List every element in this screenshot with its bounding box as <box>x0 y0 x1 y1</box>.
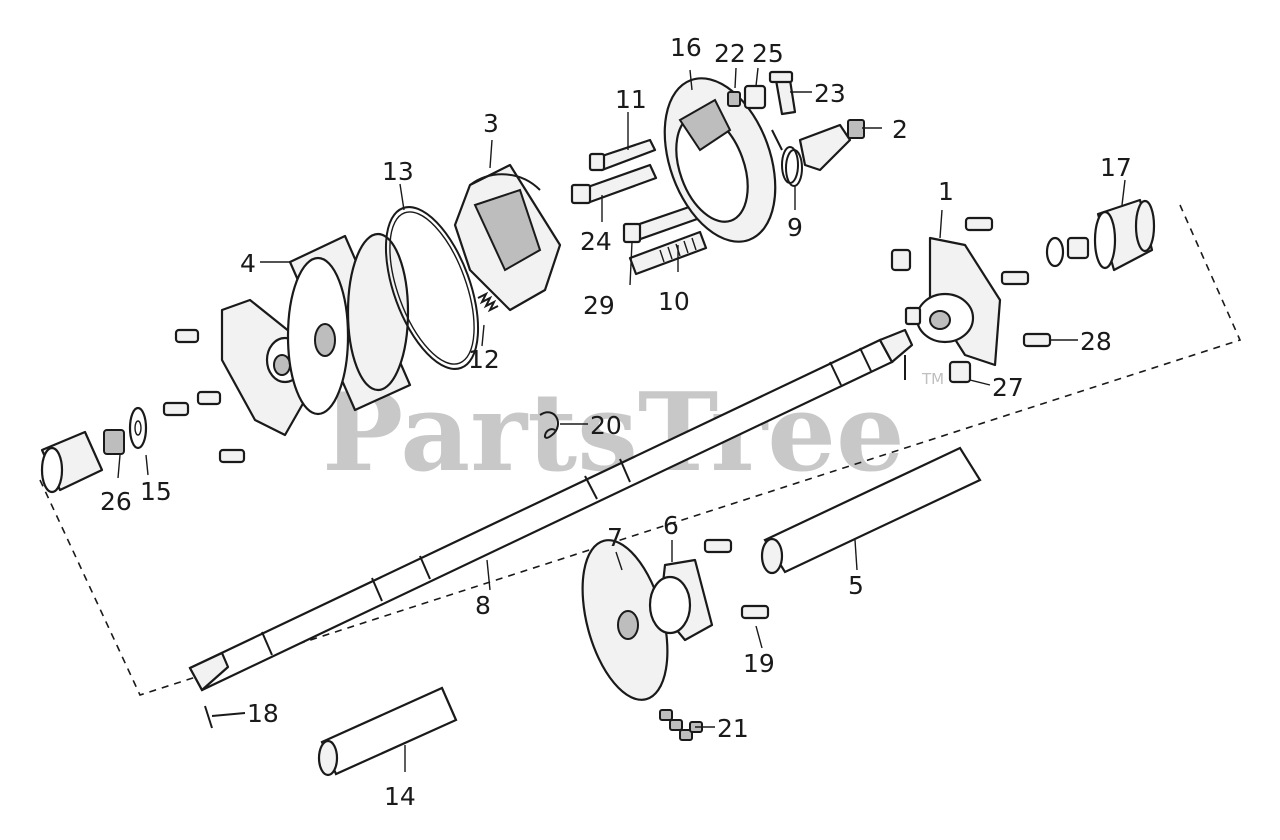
bolt-left-1[interactable] <box>174 328 200 344</box>
part-22-small-nut[interactable] <box>727 91 741 107</box>
callout-17: 17 <box>1100 153 1132 182</box>
callout-6: 6 <box>663 511 679 540</box>
callout-23: 23 <box>814 79 846 108</box>
part-20-clip[interactable] <box>539 411 559 439</box>
part-16-backing-plate[interactable] <box>644 63 796 257</box>
part-14-sleeve[interactable] <box>317 686 458 777</box>
nut-right-2[interactable] <box>1066 236 1090 260</box>
callout-5: 5 <box>848 571 864 600</box>
leader-lines <box>117 67 1126 772</box>
callout-14: 14 <box>384 782 416 811</box>
nut-right-3[interactable] <box>904 306 922 326</box>
callout-18: 18 <box>247 699 279 728</box>
bolt-right-1[interactable] <box>964 216 994 232</box>
callout-13: 13 <box>382 157 414 186</box>
part-4-clutch-drum[interactable] <box>286 232 412 416</box>
part-24-bolt[interactable] <box>570 163 658 205</box>
callout-20: 20 <box>590 411 622 440</box>
callout-22: 22 <box>714 39 746 68</box>
callout-28: 28 <box>1080 327 1112 356</box>
part-28-bolt[interactable] <box>1022 332 1052 348</box>
part-26-nut[interactable] <box>103 429 125 455</box>
callout-2: 2 <box>892 115 908 144</box>
left-hub-cap[interactable] <box>40 430 104 494</box>
callout-7: 7 <box>607 523 623 552</box>
callout-15: 15 <box>140 477 172 506</box>
callout-19: 19 <box>743 649 775 678</box>
callout-26: 26 <box>100 487 132 516</box>
part-5-tube[interactable] <box>760 446 982 575</box>
part-6-hub[interactable] <box>648 558 714 642</box>
bolt-right-2[interactable] <box>1000 270 1030 286</box>
part-10-threaded-stud[interactable] <box>628 230 708 276</box>
part-2-lever-arm[interactable] <box>798 119 865 172</box>
callout-11: 11 <box>615 85 647 114</box>
part-25-nut[interactable] <box>743 84 767 110</box>
part-18-pin[interactable] <box>204 705 246 729</box>
bolt-left-2[interactable] <box>162 401 190 417</box>
part-19-bolt-lower[interactable] <box>740 604 770 620</box>
callout-16: 16 <box>670 33 702 62</box>
part-15-washer[interactable] <box>128 406 148 450</box>
washer-right[interactable] <box>1045 236 1065 268</box>
part-12-spring[interactable] <box>477 291 499 313</box>
part-19-bolt-upper[interactable] <box>703 538 733 554</box>
callout-24: 24 <box>580 227 612 256</box>
part-23-bolt[interactable] <box>768 70 797 116</box>
callout-25: 25 <box>752 39 784 68</box>
part-9-torsion-spring[interactable] <box>771 129 803 187</box>
bolt-left-4[interactable] <box>218 448 246 464</box>
callout-27: 27 <box>992 373 1024 402</box>
part-8-axle-shaft[interactable] <box>188 328 914 692</box>
part-21-chain[interactable] <box>659 709 703 741</box>
callout-8: 8 <box>475 591 491 620</box>
assembly-dashed-line <box>39 204 1242 696</box>
callout-10: 10 <box>658 287 690 316</box>
part-1-bearing-flange[interactable] <box>915 236 1002 367</box>
part-3-clutch-shoe[interactable] <box>453 163 562 312</box>
watermark-tm: TM <box>921 370 944 388</box>
part-11-bolt[interactable] <box>588 138 657 172</box>
callout-4: 4 <box>240 249 256 278</box>
callout-9: 9 <box>787 213 803 242</box>
callout-12: 12 <box>468 345 500 374</box>
part-27-nut[interactable] <box>948 360 972 384</box>
callout-29: 29 <box>583 291 615 320</box>
bolt-left-3[interactable] <box>196 390 222 406</box>
callout-3: 3 <box>483 109 499 138</box>
callout-21: 21 <box>717 714 749 743</box>
nut-right-1[interactable] <box>890 248 912 272</box>
callout-1: 1 <box>938 177 954 206</box>
part-13-o-ring[interactable] <box>367 195 497 381</box>
part-17-hub-cap[interactable] <box>1093 198 1156 272</box>
